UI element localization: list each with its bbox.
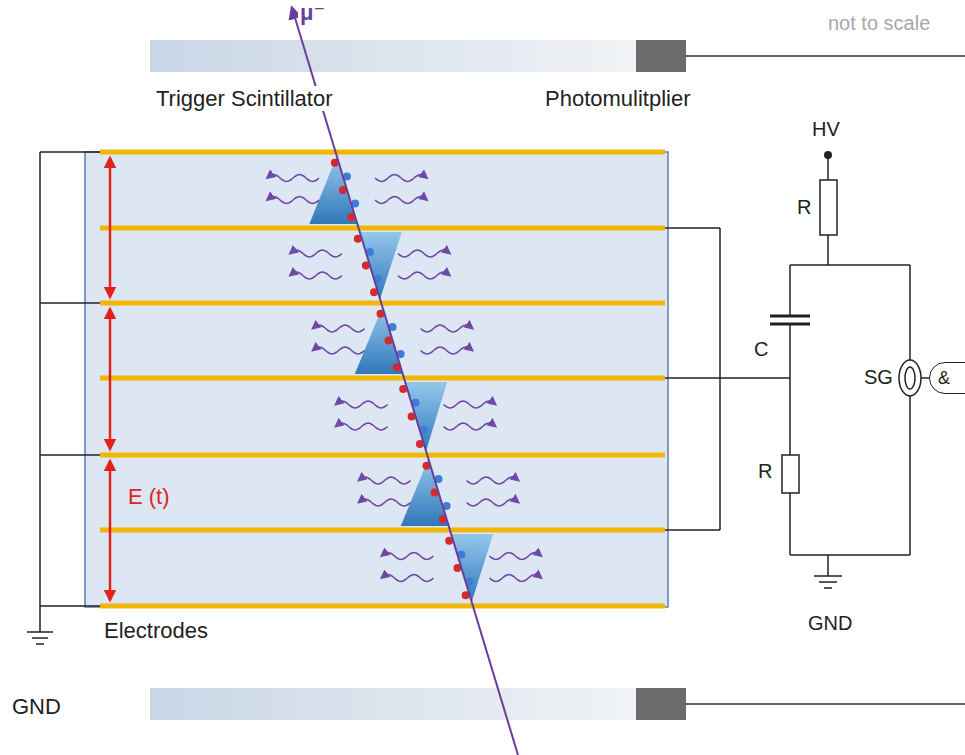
drawing-line (921, 377, 929, 379)
photon-wave (359, 499, 411, 506)
photon-wave (267, 175, 319, 182)
drawing-line (827, 555, 829, 576)
drawing-line (814, 575, 842, 577)
avalanche-cone (401, 459, 449, 526)
drawing-line (819, 581, 837, 583)
drawing-line (719, 228, 721, 530)
electrode-plate (100, 528, 665, 533)
photon-wave (290, 272, 342, 279)
drawing-line (109, 461, 112, 600)
scintillator-bar (150, 688, 640, 720)
photomultiplier (636, 688, 686, 720)
drawing-ellipse (905, 367, 915, 389)
photon-wave (336, 423, 388, 430)
avalanche-cone (451, 534, 493, 602)
gate-symbol: & (938, 368, 950, 389)
spark-gap-label: SG (862, 366, 895, 389)
part-label: Trigger Scintillator (154, 86, 334, 111)
and-gate: & (929, 362, 965, 394)
ground-label: GND (10, 694, 63, 719)
drawing-line (40, 302, 100, 304)
part-label: Photomulitplier (543, 86, 693, 111)
drawing-line (27, 631, 53, 633)
drawing-line (790, 554, 910, 556)
drawing-line (789, 265, 791, 316)
photon-wave (398, 250, 450, 257)
drawing-line (909, 265, 911, 360)
drawing-line (39, 152, 41, 632)
photon-wave (381, 575, 433, 582)
photon-wave (444, 401, 496, 408)
photon-wave (398, 272, 450, 279)
signal-wire (686, 55, 965, 57)
gas-volume (85, 152, 668, 607)
photon-wave (313, 347, 365, 354)
photon-wave (489, 553, 541, 560)
drawing-line (770, 315, 810, 318)
drawing-rect (820, 180, 837, 235)
drawing-line (909, 396, 911, 555)
drawing-line (665, 227, 720, 229)
scale-note: not to scale (826, 12, 932, 35)
photon-wave (359, 477, 411, 484)
photon-wave (375, 197, 427, 204)
photon-wave (467, 499, 519, 506)
drawing-line (790, 264, 910, 266)
ground-label: GND (806, 612, 854, 635)
electrode-plate (100, 453, 665, 458)
drawing-line (36, 643, 44, 645)
particle-label: μ⁻ (298, 0, 327, 25)
photon-wave (444, 423, 496, 430)
drawing-line (32, 637, 48, 639)
avalanche-cone (360, 232, 402, 299)
drawing-line (824, 587, 832, 589)
drawing-line (665, 377, 790, 379)
capacitor-label: C (752, 338, 770, 361)
photon-wave (336, 401, 388, 408)
photon-wave (290, 250, 342, 257)
signal-wire (686, 703, 965, 705)
electrode-plate (100, 150, 665, 155)
photon-wave (267, 197, 319, 204)
drawing-line (789, 493, 791, 555)
resistor-label: R (756, 460, 774, 483)
avalanche-cone (405, 382, 447, 451)
readout-wiring (665, 228, 790, 530)
drawing-line (40, 151, 100, 153)
field-arrows (109, 158, 112, 600)
drawing-ellipse (899, 360, 921, 396)
drawing-line (665, 529, 720, 531)
drawing-line (789, 324, 791, 455)
circuit (770, 155, 929, 588)
resistor-label: R (795, 196, 813, 219)
drawing-line (40, 605, 100, 607)
photon-wave (421, 347, 473, 354)
electrode-plate (100, 604, 665, 609)
part-label: Electrodes (102, 618, 210, 643)
photon-wave (467, 477, 519, 484)
photon-wave (375, 175, 427, 182)
electrode-plate (100, 226, 665, 231)
terminal-label: HV (810, 118, 842, 141)
photon-wave (421, 325, 473, 332)
hv-terminal (824, 151, 832, 159)
photon-wave (313, 325, 365, 332)
drawing-line (109, 158, 112, 297)
photon-wave (381, 553, 433, 560)
drawing-line (109, 309, 112, 449)
muon-track (292, 8, 518, 755)
avalanche-cone (309, 156, 357, 224)
photon-wave (489, 575, 541, 582)
electrodes (100, 152, 665, 606)
avalanche-cone (355, 307, 403, 374)
scintillator-bar (150, 40, 640, 72)
drawing-rect (782, 455, 799, 493)
drawing-line (827, 235, 829, 265)
field-label: E (t) (126, 484, 172, 509)
ground-wiring (27, 152, 100, 644)
drawing-line (40, 454, 100, 456)
electrode-plate (100, 376, 665, 381)
photomultiplier (636, 40, 686, 72)
